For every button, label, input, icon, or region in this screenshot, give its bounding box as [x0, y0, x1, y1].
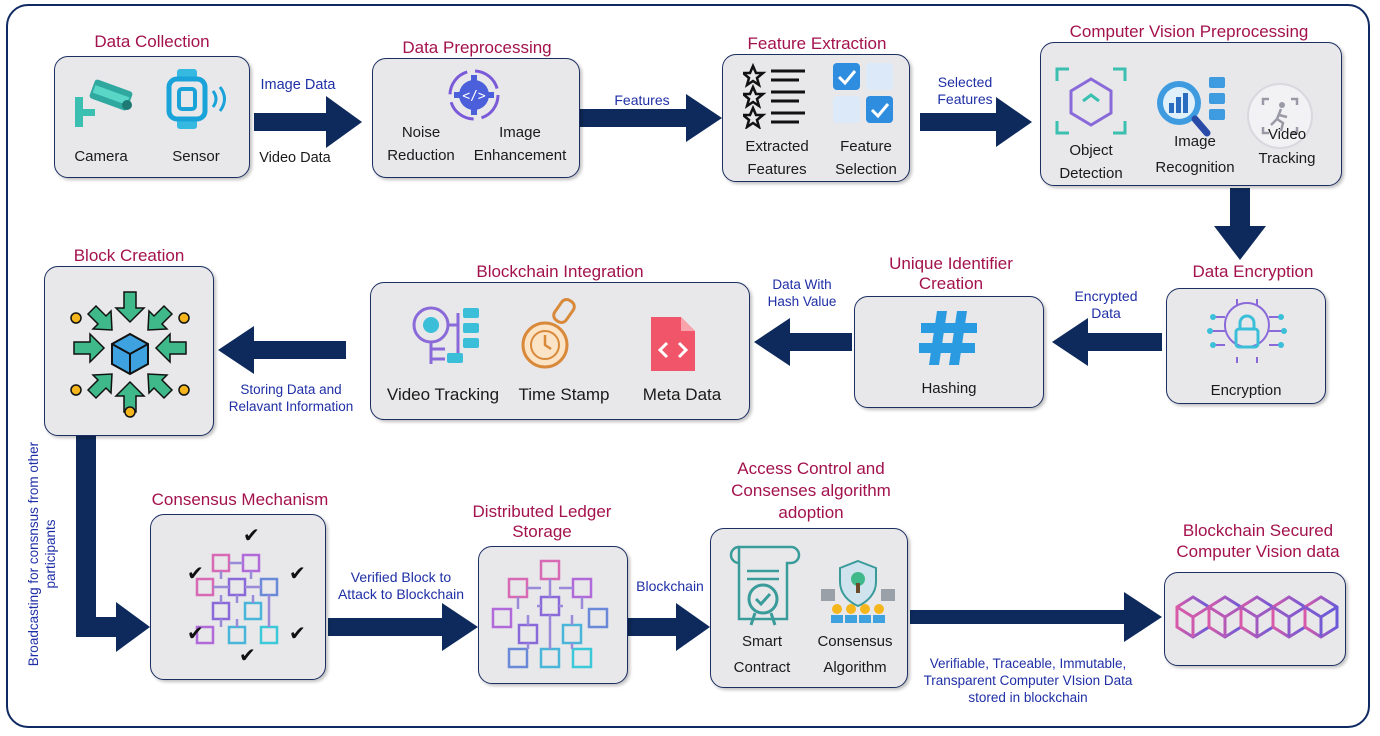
edge-label-storing-data: Storing Data and Relavant Information	[228, 382, 354, 414]
edge-label-final-note: Verifiable, Traceable, Immutable, Transp…	[923, 656, 1133, 705]
stage-box-data-encryption: Encryption	[1166, 288, 1326, 404]
block-network-checks-icon	[195, 553, 279, 645]
stage-box-secured-data	[1164, 572, 1346, 666]
stage-title-block-creation: Block Creation	[73, 246, 185, 265]
gear-code-icon: </>	[448, 69, 500, 121]
stage-title-distributed-ledger: Distributed Ledger Storage	[472, 502, 612, 541]
hash-icon	[919, 311, 977, 365]
label-object-detection: Object Detection	[1059, 142, 1123, 182]
arrow-consensus-to-ledger	[328, 603, 478, 651]
check-mark: ✔	[243, 525, 260, 547]
check-mark: ✔	[289, 623, 306, 645]
check-mark: ✔	[187, 623, 204, 645]
arrow-ledger-to-access	[628, 603, 710, 651]
edge-label-features: Features	[614, 92, 670, 108]
image-recognition-icon	[1157, 77, 1225, 137]
stage-box-block-creation	[44, 266, 214, 436]
stage-title-data-encryption: Data Encryption	[1192, 262, 1314, 281]
checkbox-grid-icon	[833, 63, 893, 123]
arrow-access-to-secured	[910, 592, 1162, 642]
arrow-preprocessing-to-features	[580, 94, 722, 142]
stage-box-consensus-mechanism: ✔ ✔ ✔ ✔ ✔ ✔	[150, 514, 326, 680]
diagram-frame	[6, 4, 1370, 728]
edge-label-image-data: Image Data	[260, 77, 336, 93]
check-mark: ✔	[239, 645, 256, 667]
edge-label-selected-features: Selected Features	[937, 74, 993, 107]
smart-contract-icon	[729, 545, 801, 626]
stage-title-secured-data: Blockchain Secured Computer Vision data	[1176, 521, 1340, 561]
video-tracking-icon	[1247, 83, 1313, 149]
arrow-collection-to-preprocessing	[254, 96, 362, 148]
arrow-hash-to-integration	[754, 318, 852, 366]
label-feature-selection: Feature Selection	[835, 138, 897, 178]
label-encryption: Encryption	[1210, 382, 1282, 399]
stage-box-access-control: Smart Contract Consensus Algorithm	[710, 528, 908, 688]
stamp-icon	[521, 298, 576, 369]
consensus-icon	[821, 559, 895, 623]
lock-circuit-icon	[1207, 299, 1287, 363]
stage-title-data-collection: Data Collection	[94, 32, 210, 51]
label-meta-data: Meta Data	[642, 385, 722, 404]
stage-box-data-preprocessing: </> Noise Reduction Image Enhancement	[372, 58, 580, 178]
label-video-tracking: Video Tracking	[1258, 126, 1316, 167]
star-list-icon	[743, 63, 805, 129]
stage-box-data-collection: Camera Sensor	[54, 56, 250, 178]
stage-box-feature-extraction: Extracted Features Feature Selection	[722, 54, 910, 182]
stage-box-unique-identifier: Hashing	[854, 296, 1044, 408]
code-file-icon	[651, 317, 695, 371]
smartwatch-sensor-icon	[166, 69, 226, 129]
edge-label-video-data: Video Data	[259, 150, 331, 166]
check-mark: ✔	[289, 563, 306, 585]
label-camera: Camera	[74, 148, 128, 165]
block-network-icon	[491, 559, 609, 669]
svg-text:</>: </>	[462, 89, 486, 104]
arrow-block-to-consensus	[76, 436, 150, 652]
label-smart-contract: Smart Contract	[733, 633, 791, 676]
stage-title-consensus-mechanism: Consensus Mechanism	[151, 490, 329, 509]
edge-label-verified-block: Verified Block to Attack to Blockchain	[337, 569, 465, 602]
arrow-features-to-cv	[920, 97, 1032, 147]
label-noise-reduction: Noise Reduction	[387, 124, 455, 164]
stage-box-cv-preprocessing: Object Detection Image Recognition Video…	[1040, 42, 1342, 186]
stage-box-distributed-ledger	[478, 546, 628, 684]
label-image-recognition: Image Recognition	[1155, 133, 1235, 176]
stage-title-feature-extraction: Feature Extraction	[747, 34, 887, 53]
stage-title-data-preprocessing: Data Preprocessing	[402, 38, 552, 57]
label-sensor: Sensor	[172, 148, 220, 165]
edge-label-encrypted-data: Encrypted Data	[1074, 288, 1138, 321]
stage-title-blockchain-integration: Blockchain Integration	[476, 262, 644, 281]
arrow-integration-to-block	[218, 326, 346, 374]
edge-label-broadcasting: Broadcasting for consnsus from other par…	[26, 441, 58, 667]
cctv-camera-icon	[75, 79, 133, 127]
edge-label-blockchain: Blockchain	[636, 578, 704, 594]
arrow-cv-to-encryption	[1214, 188, 1266, 260]
edge-label-data-with-hash: Data With Hash Value	[767, 277, 837, 309]
label-hashing: Hashing	[921, 380, 977, 397]
label-consensus-algorithm: Consensus Algorithm	[817, 633, 893, 676]
object-detection-icon	[1055, 67, 1127, 135]
label-video-tracking-integration: Video Tracking	[386, 385, 500, 404]
label-image-enhancement: Image Enhancement	[473, 124, 567, 164]
stage-title-unique-identifier: Unique Identifier Creation	[889, 254, 1013, 293]
cube-arrows-icon	[70, 291, 190, 418]
block-chain-icon	[1175, 595, 1339, 639]
video-tracking-icon	[412, 306, 479, 364]
stage-title-access-control: Access Control and Consenses algorithm a…	[731, 459, 891, 522]
arrow-encryption-to-hash	[1052, 318, 1162, 366]
stage-title-cv-preprocessing: Computer Vision Preprocessing	[1069, 22, 1309, 41]
stage-box-blockchain-integration: Video Tracking Time Stamp Meta Data	[370, 282, 750, 420]
label-time-stamp: Time Stamp	[518, 385, 610, 404]
check-mark: ✔	[187, 563, 204, 585]
label-extracted-features: Extracted Features	[745, 138, 809, 178]
